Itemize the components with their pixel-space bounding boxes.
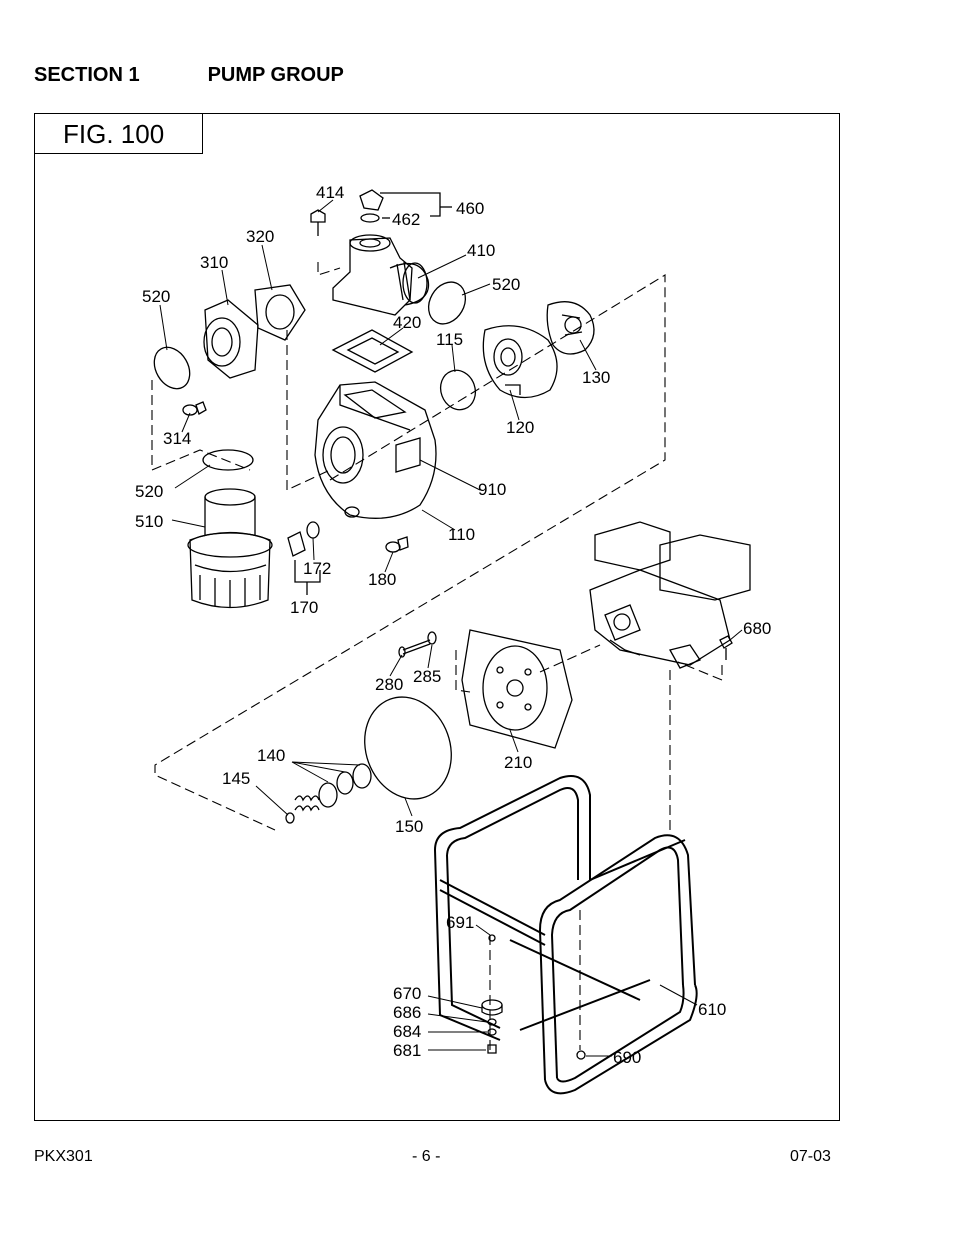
callout-610: 610 xyxy=(698,1000,726,1019)
frame-610 xyxy=(434,775,698,1095)
pump-casing-110 xyxy=(314,381,437,519)
footer-model: PKX301 xyxy=(34,1148,93,1165)
callout-285: 285 xyxy=(413,667,441,686)
plug-180 xyxy=(385,536,409,553)
callout-180: 180 xyxy=(368,570,396,589)
discharge-elbow-410 xyxy=(332,234,430,316)
cap-460 xyxy=(359,189,452,223)
gasket-420 xyxy=(331,329,414,373)
leader-lines xyxy=(159,199,743,1057)
footer-page-number: - 6 - xyxy=(412,1148,441,1165)
figure-frame: FIG. 100 xyxy=(34,113,840,1121)
mount-670 xyxy=(481,934,586,1060)
callout-520-upper: 520 xyxy=(492,275,520,294)
callout-314: 314 xyxy=(163,429,191,448)
callout-170: 170 xyxy=(290,598,318,617)
callout-690: 690 xyxy=(613,1048,641,1067)
figure-label: FIG. 100 xyxy=(35,114,203,154)
callout-numbers: 414 460 462 320 410 310 520 520 420 115 … xyxy=(135,183,771,1067)
gasket-320 xyxy=(254,284,306,341)
callout-145: 145 xyxy=(222,769,250,788)
bolt-280 xyxy=(398,631,437,658)
callout-410: 410 xyxy=(467,241,495,260)
callout-420: 420 xyxy=(393,313,421,332)
callout-120: 120 xyxy=(506,418,534,437)
callout-460: 460 xyxy=(456,199,484,218)
callout-681: 681 xyxy=(393,1041,421,1060)
section-header: SECTION 1 PUMP GROUP xyxy=(34,64,344,87)
adapter-plate-210 xyxy=(461,629,573,749)
callout-684: 684 xyxy=(393,1022,421,1041)
callout-910: 910 xyxy=(478,480,506,499)
callout-520-lower: 520 xyxy=(135,482,163,501)
callout-150: 150 xyxy=(395,817,423,836)
impeller-130 xyxy=(546,301,595,355)
callout-520-left: 520 xyxy=(142,287,170,306)
callout-680: 680 xyxy=(743,619,771,638)
seal-set-140 xyxy=(285,763,372,824)
engine xyxy=(589,521,751,669)
clamp-520-left xyxy=(153,346,191,390)
callout-130: 130 xyxy=(582,368,610,387)
callout-110: 110 xyxy=(448,525,475,544)
callout-462: 462 xyxy=(392,210,420,229)
callout-686: 686 xyxy=(393,1003,421,1022)
callout-115: 115 xyxy=(436,330,463,349)
section-title: PUMP GROUP xyxy=(207,64,344,86)
clamp-520-lower xyxy=(202,449,254,471)
callout-691: 691 xyxy=(446,913,474,932)
clamp-520-upper xyxy=(427,281,467,325)
callout-414: 414 xyxy=(316,183,344,202)
callout-172: 172 xyxy=(303,559,331,578)
bolt-680 xyxy=(719,635,733,660)
callout-140: 140 xyxy=(257,746,285,765)
footer-date: 07-03 xyxy=(790,1148,831,1165)
strainer-510 xyxy=(187,488,273,609)
suction-flange-310 xyxy=(203,299,259,379)
screw-414 xyxy=(310,209,326,236)
oring-115 xyxy=(439,369,477,411)
callout-210: 210 xyxy=(504,753,532,772)
oring-150 xyxy=(364,696,452,800)
callout-310: 310 xyxy=(200,253,228,272)
wear-plate-120 xyxy=(482,325,558,399)
callout-510: 510 xyxy=(135,512,163,531)
callout-320: 320 xyxy=(246,227,274,246)
callout-670: 670 xyxy=(393,984,421,1003)
assembly-lines xyxy=(151,262,723,1050)
callout-280: 280 xyxy=(375,675,403,694)
section-number: SECTION 1 xyxy=(34,64,140,86)
plug-314 xyxy=(182,401,207,416)
